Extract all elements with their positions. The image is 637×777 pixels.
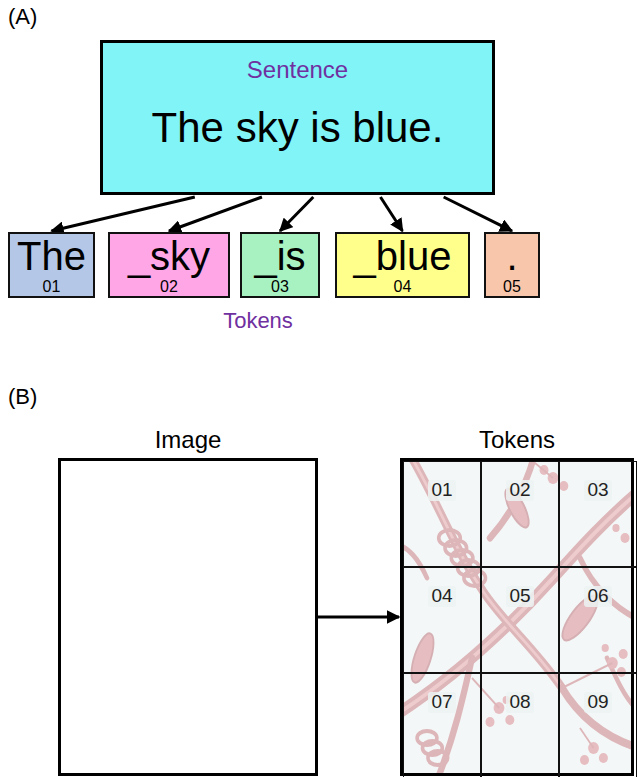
token-text: _is — [254, 234, 305, 278]
arrow-connector — [318, 616, 399, 619]
faded-illustration — [400, 458, 634, 776]
token-text: _blue — [354, 234, 452, 278]
token-box: .05 — [484, 232, 540, 298]
cell-number: 03 — [584, 480, 611, 501]
grid-cell: 06 — [559, 567, 637, 673]
arrow-connector — [52, 197, 195, 231]
grid-cell: 02 — [481, 461, 559, 567]
arrow-connector — [380, 197, 402, 231]
frame-heading: Image — [61, 427, 315, 453]
token-number: 01 — [43, 278, 61, 296]
token-box: _sky02 — [108, 232, 230, 298]
cell-number: 05 — [506, 586, 533, 607]
token-number: 03 — [271, 278, 289, 296]
arrow-connector — [169, 197, 262, 231]
token-box: _blue04 — [335, 232, 470, 298]
cell-number: 01 — [428, 480, 455, 501]
cell-number: 04 — [428, 586, 455, 607]
cell-number: 07 — [428, 692, 455, 713]
grid-cell: 01 — [403, 461, 481, 567]
token-text: The — [17, 234, 86, 278]
sentence-box: SentenceThe sky is blue. — [100, 40, 495, 195]
frame-heading: Tokens — [403, 427, 631, 453]
grid-cell: 09 — [559, 673, 637, 777]
image-frame: Image — [58, 458, 318, 776]
fungus-illustration — [58, 458, 318, 776]
cell-number: 09 — [584, 692, 611, 713]
sentence-text: The sky is blue. — [152, 105, 444, 151]
grid-cell: 05 — [481, 567, 559, 673]
token-text: _sky — [128, 234, 210, 278]
grid-cell: 08 — [481, 673, 559, 777]
token-number: 05 — [503, 278, 521, 296]
cell-number: 08 — [506, 692, 533, 713]
group-label: Tokens — [223, 308, 293, 334]
box-heading: Sentence — [247, 57, 348, 83]
token-box: The01 — [8, 232, 95, 298]
token-grid: Tokens010203040506070809 — [400, 458, 634, 776]
grid-cell: 07 — [403, 673, 481, 777]
grid-cell: 04 — [403, 567, 481, 673]
arrow-connector — [444, 197, 512, 231]
arrow-connector — [280, 197, 313, 231]
cell-number: 06 — [584, 586, 611, 607]
panel-letter: (B) — [8, 384, 37, 410]
token-number: 04 — [394, 278, 412, 296]
token-number: 02 — [160, 278, 178, 296]
token-box: _is03 — [240, 232, 320, 298]
cell-number: 02 — [506, 480, 533, 501]
grid-cell: 03 — [559, 461, 637, 567]
token-text: . — [506, 234, 517, 278]
panel-letter: (A) — [8, 4, 37, 30]
